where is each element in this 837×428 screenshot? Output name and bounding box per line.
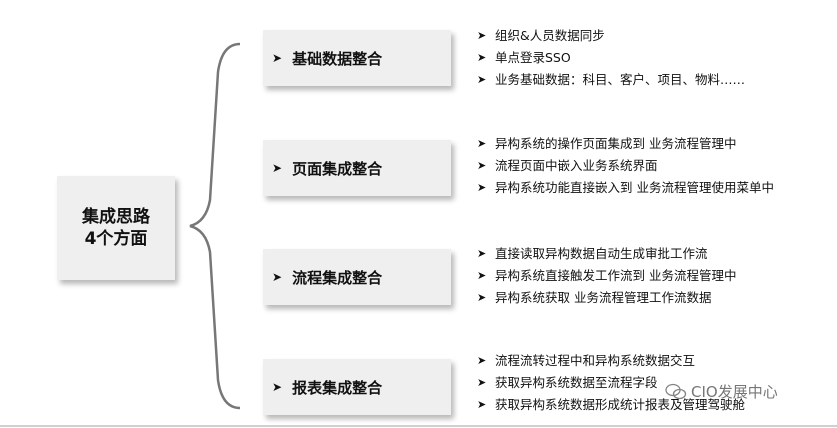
- list-item: ➤ 组织&人员数据同步: [477, 25, 745, 47]
- list-item: ➤ 异构系统功能直接嵌入到 业务流程管理使用菜单中: [477, 177, 774, 199]
- item-list-report-integration: ➤ 流程流转过程中和异构系统数据交互 ➤ 获取异构系统数据至流程字段 ➤ 获取异构系统…: [477, 350, 745, 416]
- watermark-text: CIO发展中心: [691, 383, 778, 401]
- arrow-bullet-icon: ➤: [477, 376, 487, 389]
- root-title-line2: 4个方面: [84, 229, 148, 249]
- list-item: ➤ 流程流转过程中和异构系统数据交互: [477, 350, 745, 372]
- list-item-text: 组织&人员数据同步: [495, 28, 605, 43]
- item-list-basic-data: ➤ 组织&人员数据同步 ➤ 单点登录SSO ➤ 业务基础数据：科目、客户、项目、物料……: [477, 25, 745, 91]
- arrow-bullet-icon: ➤: [477, 137, 487, 150]
- list-item: ➤ 业务基础数据：科目、客户、项目、物料……: [477, 69, 745, 91]
- arrow-bullet-icon: ➤: [477, 51, 487, 64]
- category-title: 基础数据整合: [292, 49, 383, 68]
- arrow-bullet-icon: ➤: [477, 29, 487, 42]
- category-box-page-integration: ➤ 页面集成整合: [263, 140, 451, 196]
- list-item: ➤ 异构系统直接触发工作流到 业务流程管理中: [477, 265, 736, 287]
- arrow-bullet-icon: ➤: [477, 291, 487, 304]
- list-item: ➤ 获取异构系统数据至流程字段: [477, 372, 745, 394]
- arrow-bullet-icon: ➤: [477, 181, 487, 194]
- list-item-text: 直接读取异构数据自动生成审批工作流: [495, 246, 708, 261]
- list-item-text: 异构系统的操作页面集成到 业务流程管理中: [495, 136, 737, 151]
- list-item: ➤ 异构系统的操作页面集成到 业务流程管理中: [477, 133, 774, 155]
- item-list-process-integration: ➤ 直接读取异构数据自动生成审批工作流 ➤ 异构系统直接触发工作流到 业务流程管理中…: [477, 243, 736, 309]
- arrow-bullet-icon: ➤: [477, 398, 487, 411]
- item-list-page-integration: ➤ 异构系统的操作页面集成到 业务流程管理中 ➤ 流程页面中嵌入业务系统界面 ➤ 异构…: [477, 133, 774, 199]
- list-item: ➤ 单点登录SSO: [477, 47, 745, 69]
- root-title-line1: 集成思路: [82, 207, 150, 227]
- arrow-bullet-icon: ➤: [272, 380, 283, 394]
- arrow-bullet-icon: ➤: [477, 73, 487, 86]
- list-item-text: 异构系统功能直接嵌入到 业务流程管理使用菜单中: [495, 180, 774, 195]
- list-item-text: 流程流转过程中和异构系统数据交互: [495, 353, 696, 368]
- list-item: ➤ 直接读取异构数据自动生成审批工作流: [477, 243, 736, 265]
- arrow-bullet-icon: ➤: [477, 269, 487, 282]
- category-box-report-integration: ➤ 报表集成整合: [263, 359, 451, 415]
- list-item-text: 获取异构系统数据形成统计报表及管理驾驶舱: [495, 397, 746, 412]
- arrow-bullet-icon: ➤: [272, 161, 283, 175]
- category-box-basic-data: ➤ 基础数据整合: [263, 30, 451, 86]
- wechat-icon: [665, 383, 687, 399]
- root-concept-box: 集成思路 4个方面: [57, 176, 175, 280]
- list-item-text: 异构系统获取 业务流程管理工作流数据: [495, 290, 712, 305]
- arrow-bullet-icon: ➤: [477, 354, 487, 367]
- list-item: ➤ 获取异构系统数据形成统计报表及管理驾驶舱: [477, 394, 745, 416]
- list-item: ➤ 流程页面中嵌入业务系统界面: [477, 155, 774, 177]
- list-item: ➤ 异构系统获取 业务流程管理工作流数据: [477, 287, 736, 309]
- arrow-bullet-icon: ➤: [272, 270, 283, 284]
- category-title: 流程集成整合: [292, 268, 383, 287]
- arrow-bullet-icon: ➤: [272, 51, 283, 65]
- category-title: 页面集成整合: [292, 159, 383, 178]
- bottom-divider: [0, 425, 837, 427]
- watermark: CIO发展中心: [665, 381, 778, 402]
- category-title: 报表集成整合: [292, 378, 383, 397]
- arrow-bullet-icon: ➤: [477, 159, 487, 172]
- list-item-text: 异构系统直接触发工作流到 业务流程管理中: [495, 268, 737, 283]
- list-item-text: 获取异构系统数据至流程字段: [495, 375, 658, 390]
- list-item-text: 单点登录SSO: [495, 50, 571, 65]
- list-item-text: 业务基础数据：科目、客户、项目、物料……: [495, 72, 746, 87]
- arrow-bullet-icon: ➤: [477, 247, 487, 260]
- category-box-process-integration: ➤ 流程集成整合: [263, 249, 451, 305]
- list-item-text: 流程页面中嵌入业务系统界面: [495, 158, 658, 173]
